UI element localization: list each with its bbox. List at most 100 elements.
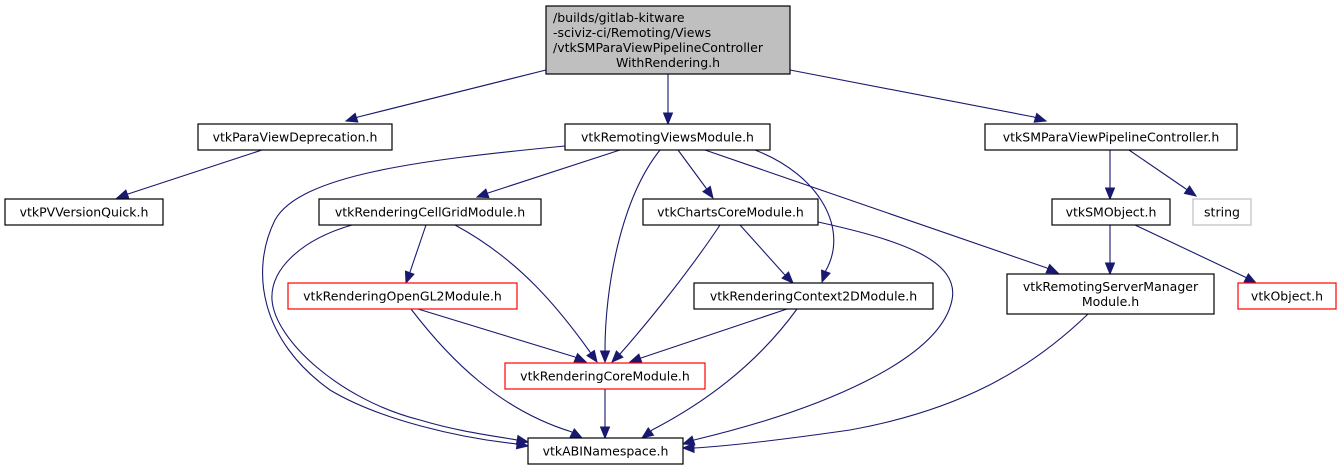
edge-line — [417, 308, 576, 358]
node-label: vtkPVVersionQuick.h — [20, 205, 149, 220]
node-label: vtkSMObject.h — [1066, 205, 1157, 220]
node-box — [504, 362, 706, 390]
node-box — [1237, 282, 1337, 310]
edge-context2d-to-renderingcore — [628, 308, 788, 364]
arrowhead-icon — [1104, 262, 1116, 276]
arrowhead-icon — [599, 350, 611, 364]
node-label: /vtkSMParaViewPipelineController — [553, 40, 764, 55]
arrowhead-icon — [781, 271, 794, 284]
node-string: string — [1192, 198, 1252, 226]
arrowhead-icon — [1033, 112, 1048, 123]
node-box — [318, 198, 542, 226]
node-chartscore[interactable]: vtkChartsCoreModule.h — [642, 198, 819, 226]
edge-opengl2-to-renderingcore — [417, 308, 588, 363]
node-box — [1192, 198, 1252, 226]
edge-root-to-remotingviews — [662, 74, 674, 126]
edge-root-to-deprecation — [344, 69, 547, 123]
node-label: vtkParaViewDeprecation.h — [213, 130, 378, 145]
edge-cellgrid-to-renderingcore — [454, 224, 598, 364]
node-renderingcore[interactable]: vtkRenderingCoreModule.h — [504, 362, 706, 390]
edge-line — [604, 149, 661, 351]
node-label: vtkRenderingContext2DModule.h — [710, 289, 917, 304]
node-remotingviews[interactable]: vtkRemotingViewsModule.h — [564, 123, 771, 151]
node-label: vtkObject.h — [1251, 289, 1323, 304]
edge-cellgrid-to-abinamespace — [271, 224, 530, 446]
node-pvversion[interactable]: vtkPVVersionQuick.h — [4, 198, 164, 226]
edge-remotingviews-to-cellgrid — [475, 149, 621, 199]
edge-cellgrid-to-opengl2 — [404, 224, 427, 285]
edge-pipelinecontroller-to-string — [1128, 149, 1198, 197]
arrowhead-icon — [640, 426, 655, 439]
node-abinamespace[interactable]: vtkABINamespace.h — [527, 437, 684, 465]
edge-line — [704, 149, 1048, 269]
node-box — [693, 282, 934, 310]
edge-line — [410, 308, 573, 433]
arrowhead-icon — [1045, 263, 1060, 274]
arrowhead-icon — [1104, 187, 1116, 201]
edge-line — [271, 224, 518, 441]
edge-remotingviews-to-chartscore — [677, 149, 714, 200]
edge-servermanager-to-abinamespace — [681, 313, 1089, 454]
edge-chartscore-to-renderingcore — [611, 224, 721, 363]
node-label: vtkRenderingOpenGL2Module.h — [303, 289, 502, 304]
node-vtkobject[interactable]: vtkObject.h — [1237, 282, 1337, 310]
node-label: WithRendering.h — [616, 55, 720, 70]
node-box — [197, 123, 393, 151]
edge-line — [127, 149, 263, 195]
edge-line — [1134, 224, 1246, 278]
arrowhead-icon — [681, 442, 695, 454]
node-label: vtkRenderingCellGridModule.h — [335, 205, 525, 220]
node-box — [564, 123, 771, 151]
arrowhead-icon — [628, 353, 643, 364]
node-label: /builds/gitlab-kitware — [553, 10, 685, 25]
node-box — [1006, 273, 1215, 315]
edge-chartscore-to-context2d — [739, 224, 794, 284]
node-box — [4, 198, 164, 226]
arrowhead-icon — [599, 426, 611, 440]
node-deprecation[interactable]: vtkParaViewDeprecation.h — [197, 123, 393, 151]
edge-line — [693, 221, 954, 441]
edge-line — [693, 313, 1089, 449]
edge-line — [619, 224, 721, 355]
node-box — [287, 282, 518, 310]
arrowhead-icon — [515, 434, 530, 446]
arrowhead-icon — [662, 112, 674, 126]
node-label: vtkRemotingViewsModule.h — [581, 130, 754, 145]
node-pipelinecontroller[interactable]: vtkSMParaViewPipelineController.h — [984, 123, 1238, 151]
edge-line — [640, 308, 788, 359]
edge-smobject-to-servermanager — [1104, 225, 1116, 276]
arrowhead-icon — [1243, 272, 1258, 284]
node-label: vtkSMParaViewPipelineController.h — [1003, 130, 1220, 145]
node-box — [1051, 198, 1171, 226]
arrowhead-icon — [702, 185, 714, 200]
edge-line — [262, 145, 566, 445]
edge-line — [357, 69, 547, 118]
arrowhead-icon — [404, 270, 415, 285]
arrowhead-icon — [681, 435, 696, 446]
edge-line — [754, 149, 835, 273]
edge-line — [1128, 149, 1187, 190]
node-cellgrid[interactable]: vtkRenderingCellGridModule.h — [318, 198, 542, 226]
node-label: vtkABINamespace.h — [543, 444, 669, 459]
node-opengl2[interactable]: vtkRenderingOpenGL2Module.h — [287, 282, 518, 310]
arrowhead-icon — [115, 189, 130, 200]
edge-remotingviews-to-servermanager — [704, 149, 1060, 274]
arrowhead-icon — [569, 428, 584, 439]
node-smobject[interactable]: vtkSMObject.h — [1051, 198, 1171, 226]
node-label: vtkChartsCoreModule.h — [657, 205, 804, 220]
edge-line — [487, 149, 621, 194]
node-label: vtkRenderingCoreModule.h — [520, 369, 690, 384]
arrowhead-icon — [821, 269, 831, 284]
arrowhead-icon — [611, 350, 624, 363]
node-box — [984, 123, 1238, 151]
arrowhead-icon — [1183, 185, 1198, 197]
arrowhead-icon — [475, 188, 490, 199]
edge-line — [739, 224, 785, 275]
edge-pipelinecontroller-to-smobject — [1104, 150, 1116, 201]
arrowhead-icon — [573, 352, 588, 363]
arrowhead-icon — [586, 349, 598, 364]
node-label: string — [1204, 205, 1240, 220]
node-context2d[interactable]: vtkRenderingContext2DModule.h — [693, 282, 934, 310]
